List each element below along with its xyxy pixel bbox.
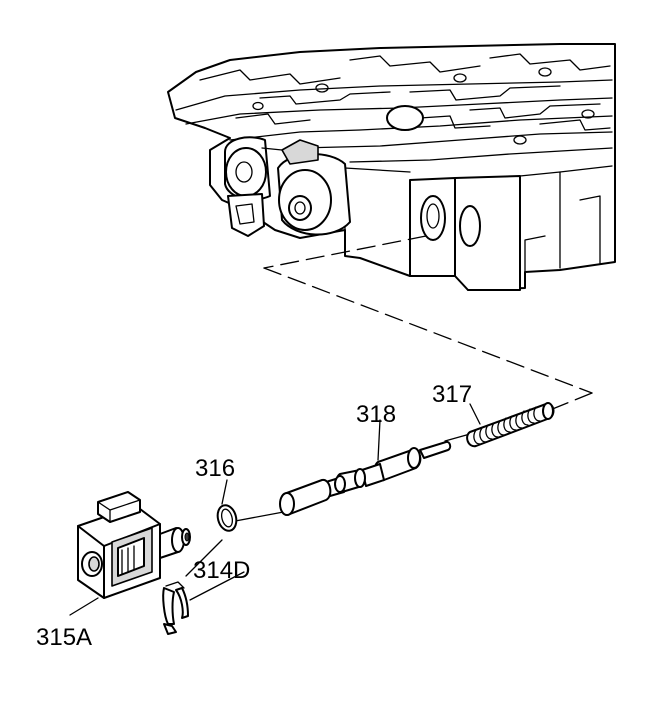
seal-316 xyxy=(216,504,238,532)
valve-318 xyxy=(279,440,452,516)
solenoid-315a xyxy=(77,491,191,599)
label-315a: 315A xyxy=(36,624,92,651)
alignment-line xyxy=(229,235,593,523)
label-314d: 314D xyxy=(193,557,250,584)
leader-lines xyxy=(69,403,481,616)
spring-317 xyxy=(466,402,555,448)
label-317: 317 xyxy=(432,381,472,408)
label-316: 316 xyxy=(195,455,235,482)
valve-body xyxy=(167,43,616,291)
clip-314d xyxy=(162,581,189,635)
label-318: 318 xyxy=(356,401,396,428)
